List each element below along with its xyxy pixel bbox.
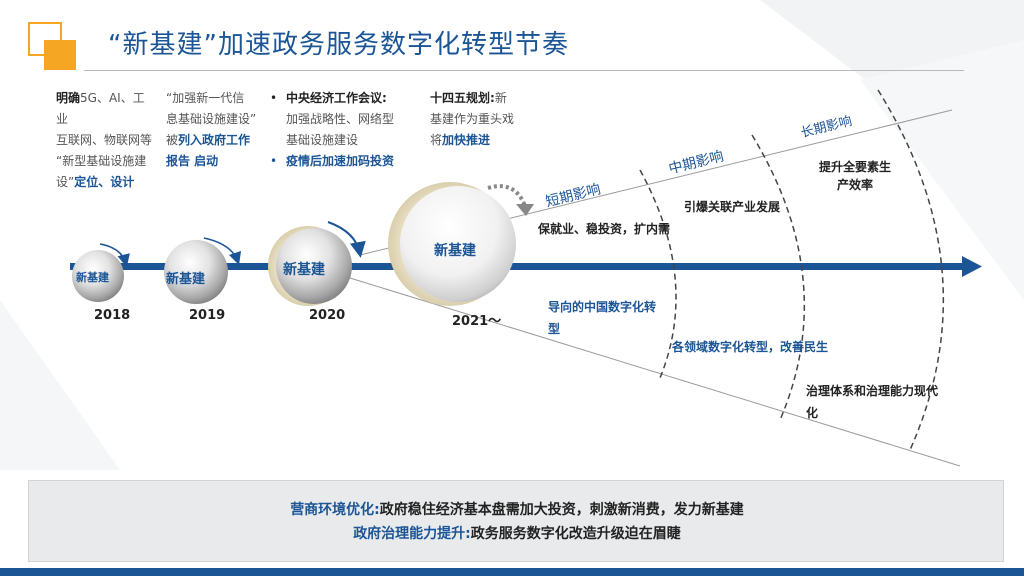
summary-line-1: 营商环境优化:政府稳住经济基本盘需加大投资，刺激新消费，发力新基建 xyxy=(290,502,744,518)
title-divider xyxy=(84,70,964,71)
long-term-boundary xyxy=(877,89,945,451)
sphere-2019 xyxy=(164,240,228,304)
impact-long-lower: 治理体系和治理能力现代化 xyxy=(806,384,939,420)
sphere-label-2019: 新基建 xyxy=(166,272,206,287)
column-2020: •中央经济工作会议: 加强战略性、网络型 基础设施建设 •疫情后加速加码投资 xyxy=(270,91,395,168)
summary-box: 营商环境优化:政府稳住经济基本盘需加大投资，刺激新消费，发力新基建 政府治理能力… xyxy=(28,480,1004,562)
column-2018: 明确5G、AI、工业 互联网、物联网等 “新型基础设施建 设”定位、设计 xyxy=(56,91,153,189)
sphere-2018 xyxy=(72,250,124,302)
timeline-bar xyxy=(70,263,965,270)
mid-term-boundary xyxy=(751,134,806,421)
sphere-2020 xyxy=(276,228,352,304)
logo-square-fill xyxy=(44,40,76,70)
short-term-boundary xyxy=(639,169,677,379)
cone-lower-line xyxy=(349,277,961,467)
rotate-arrow-2019 xyxy=(203,237,242,266)
year-2021: 2021～ xyxy=(452,314,502,329)
year-2020: 2020 xyxy=(309,308,346,323)
rotate-arrow-2020 xyxy=(327,221,366,258)
impact-mid-lower: 各领域数字化转型，改善民生 xyxy=(672,340,829,354)
sphere-label-2018: 新基建 xyxy=(76,271,109,284)
impact-short-lower: 导向的中国数字化转型 xyxy=(548,300,657,336)
sphere-2021 xyxy=(400,186,516,302)
page-title: “新基建”加速政务服务数字化转型节奏 xyxy=(108,30,569,60)
timeline-arrowhead xyxy=(962,256,982,277)
impact-short-upper: 保就业、稳投资，扩内需 xyxy=(537,222,670,236)
impact-long-upper: 提升全要素生产效率 xyxy=(818,160,891,192)
year-2019: 2019 xyxy=(189,308,226,323)
summary-line-2: 政府治理能力提升:政务服务数字化改造升级迫在眉睫 xyxy=(353,526,681,542)
column-2019: “加强新一代信 息基础设施建设” 被列入政府工作 报告 启动 xyxy=(166,91,257,168)
dotted-arrow-head xyxy=(516,204,534,216)
impact-mid-upper: 引爆关联产业发展 xyxy=(683,200,780,214)
rotate-arrow-2018 xyxy=(99,243,130,268)
bottom-accent-bar xyxy=(0,568,1024,576)
sphere-label-2021: 新基建 xyxy=(434,243,476,259)
dotted-arrow xyxy=(487,184,527,207)
sphere-label-2020: 新基建 xyxy=(283,262,325,278)
column-2021: 十四五规划:新 基建作为重头戏 将加快推进 xyxy=(430,91,515,147)
year-2018: 2018 xyxy=(94,308,131,323)
